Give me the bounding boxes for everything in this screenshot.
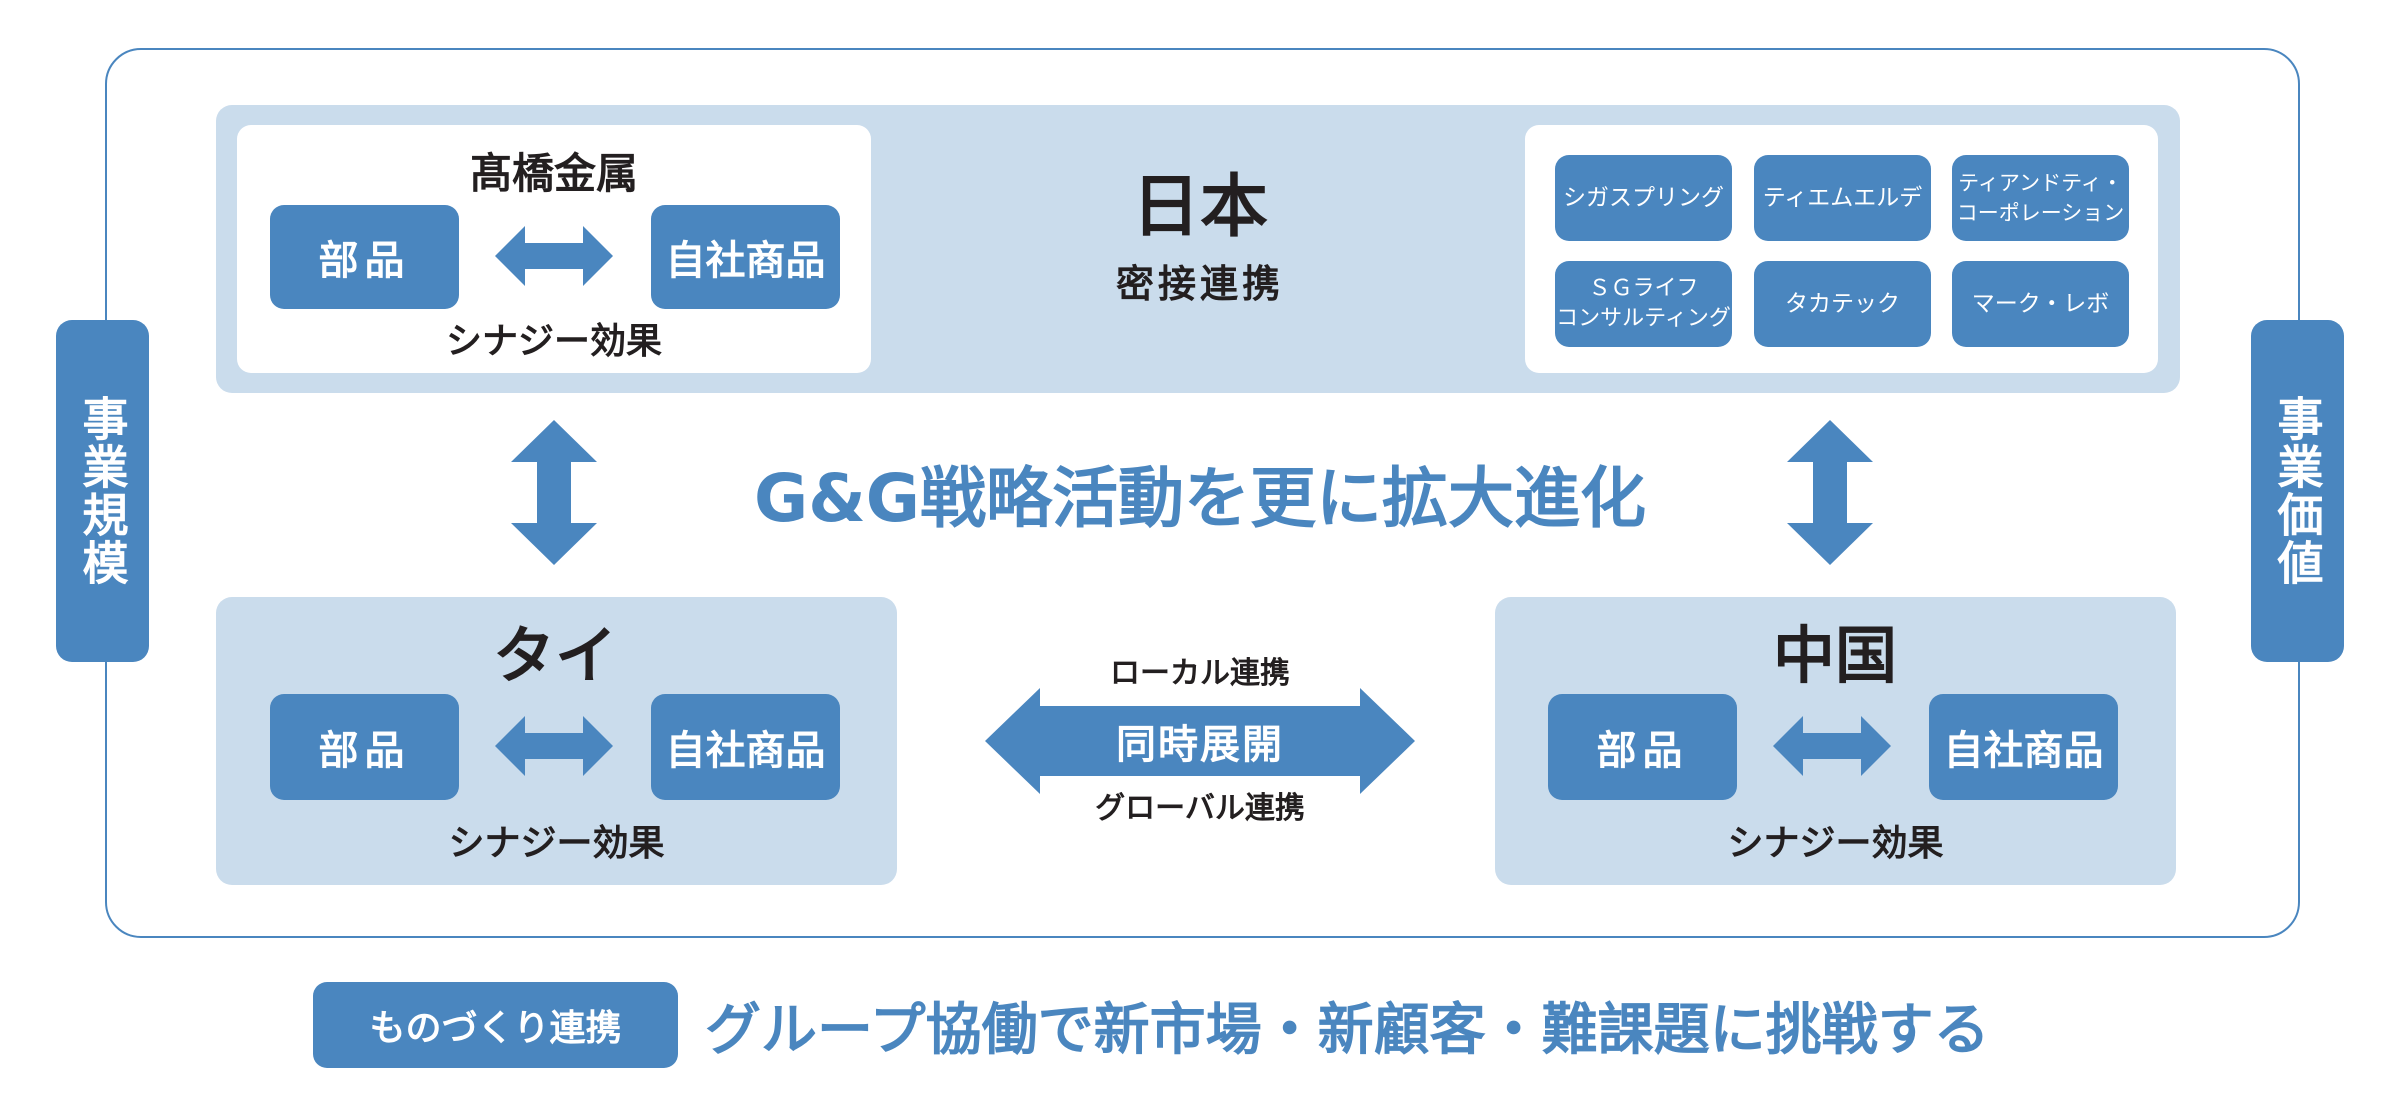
thailand-parts-box: 部品	[270, 694, 459, 800]
takahashi-title: 髙橋金属	[469, 148, 638, 198]
company-chip: ティエムエルデ	[1754, 155, 1931, 241]
side-label-business-scale: 事業規模	[56, 320, 149, 662]
thailand-own-products-box: 自社商品	[651, 694, 840, 800]
china-parts-box: 部品	[1548, 694, 1737, 800]
company-chip: シガスプリング	[1555, 155, 1732, 241]
thailand-double-arrow-icon	[495, 716, 613, 776]
takahashi-own-products-box: 自社商品	[651, 205, 840, 309]
japan-subtitle: 密接連携	[1115, 261, 1284, 306]
china-synergy-caption: シナジー効果	[1727, 823, 1944, 864]
global-link-label: グローバル連携	[1095, 791, 1305, 826]
center-message: G&G戦略活動を更に拡大進化	[754, 460, 1646, 537]
local-link-label: ローカル連携	[1110, 656, 1290, 691]
company-chip: ＳＧライフ コンサルティング	[1555, 261, 1732, 347]
company-chip: タカテック	[1754, 261, 1931, 347]
takahashi-parts-box: 部品	[270, 205, 459, 309]
footer-message: グループ協働で新市場・新顧客・難課題に挑戦する	[705, 997, 1990, 1063]
takahashi-synergy-caption: シナジー効果	[445, 321, 662, 362]
left-vertical-arrow-icon	[511, 420, 597, 565]
side-label-business-value: 事業価値	[2251, 320, 2344, 662]
middle-double-arrow-icon	[985, 688, 1415, 794]
china-title: 中国	[1772, 619, 1897, 692]
takahashi-double-arrow-icon	[495, 226, 613, 286]
china-own-products-box: 自社商品	[1929, 694, 2118, 800]
monozukuri-badge: ものづくり連携	[313, 982, 678, 1068]
company-chip: マーク・レボ	[1952, 261, 2129, 347]
china-double-arrow-icon	[1773, 716, 1891, 776]
right-vertical-arrow-icon	[1787, 420, 1873, 565]
thailand-title: タイ	[492, 619, 617, 692]
thailand-synergy-caption: シナジー効果	[448, 823, 665, 864]
company-chip: ティアンドティ・ コーポレーション	[1952, 155, 2129, 241]
simultaneous-deployment-label: 同時展開	[1116, 722, 1284, 768]
japan-title: 日本	[1131, 167, 1268, 247]
